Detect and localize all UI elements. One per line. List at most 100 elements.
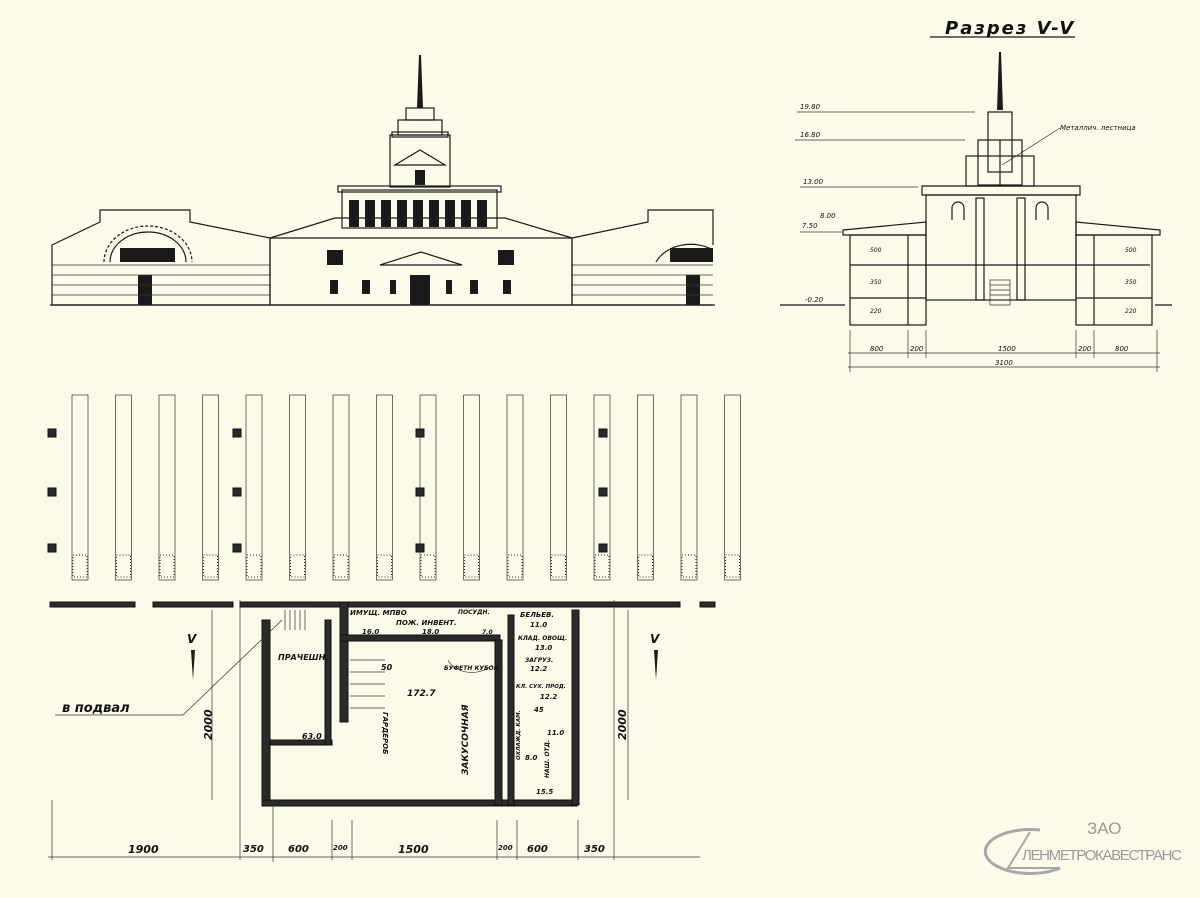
height-dim: 220	[1125, 308, 1137, 315]
room-labels: ПРАЧЕШН. 63.0 ИМУЩ. МПВО 16.0 ПОЖ. ИНВЕН…	[278, 609, 567, 796]
room-name: БУФЕТН КУБОВ.	[444, 665, 501, 672]
room-area: 172.7	[407, 689, 436, 699]
height-dim: 2000	[202, 709, 215, 740]
room-name: БЕЛЬЕВ.	[520, 611, 554, 619]
level-mark: 16.80	[800, 131, 821, 139]
track-end	[551, 554, 566, 578]
track-strip	[506, 394, 524, 581]
track-end	[377, 554, 392, 578]
track-end	[594, 554, 610, 578]
room-area: 12.2	[530, 665, 547, 673]
dim-label: 1900	[128, 843, 159, 856]
column	[47, 428, 57, 438]
track-end	[464, 554, 479, 578]
room-name: ПРАЧЕШН.	[278, 653, 328, 662]
dim-label: 350	[243, 844, 264, 855]
column	[598, 487, 608, 497]
logo-line1: ЗАО	[1087, 819, 1121, 838]
room-name: ПОЖ. ИНВЕНТ.	[396, 619, 457, 627]
track-strip	[289, 394, 306, 581]
track-strip	[71, 394, 89, 581]
column	[232, 543, 242, 553]
logo-line2: ЛЕНМЕТРОКАВЕСТРАНС	[1022, 847, 1182, 864]
dim-label: 800	[870, 345, 884, 353]
track-end	[290, 554, 305, 578]
dim-label: 1500	[398, 843, 429, 856]
track-end	[116, 554, 131, 578]
dim-label: 200	[1078, 345, 1092, 353]
track-strip	[637, 394, 654, 581]
section-mark: V	[187, 632, 198, 646]
basement-label: в подвал	[62, 701, 130, 716]
dim-total: 3100	[995, 359, 1013, 367]
company-logo: ЗАО ЛЕНМЕТРОКАВЕСТРАНС	[983, 819, 1182, 875]
track-strip	[376, 394, 393, 581]
room-name: ГАРДЕРОБ	[381, 712, 389, 754]
column	[598, 428, 608, 438]
dim-label: 600	[288, 844, 309, 855]
track-end	[159, 554, 175, 578]
track-end	[72, 554, 88, 578]
facade-elevation	[50, 55, 715, 306]
track-strip	[202, 394, 219, 581]
track-end	[420, 554, 436, 578]
dim-label: 200	[333, 844, 348, 852]
track-strip	[463, 394, 480, 581]
track-strip	[724, 394, 741, 581]
section-v-v: Разрез V-V 19.80 16.80 13.00 8.00 7.50 -…	[780, 18, 1172, 372]
dim-label: 800	[1115, 345, 1129, 353]
room-name: ЗАГРУЗ.	[525, 657, 553, 664]
track-end	[507, 554, 523, 578]
column	[232, 487, 242, 497]
dim-label: 350	[584, 844, 605, 855]
dim-label: 1500	[998, 345, 1016, 353]
plan-dimensions: 1900 350 600 200 1500 200 600 350	[48, 600, 700, 862]
room-name: КЛАД. ОВОЩ.	[518, 635, 567, 642]
track-strip	[115, 394, 132, 581]
track-end	[333, 554, 349, 578]
plan-walls	[49, 601, 716, 807]
section-markers: V V	[187, 632, 661, 680]
track-end	[638, 554, 653, 578]
room-area: 11.0	[547, 729, 564, 737]
leader-label: Металлич. лестница	[1060, 124, 1136, 132]
section-title: Разрез V-V	[945, 18, 1075, 39]
column	[232, 428, 242, 438]
height-dim: 500	[1125, 247, 1137, 254]
room-area: 7.0	[482, 629, 493, 636]
floor-plan: в подвал V V 2000 2000 ПРАЧЕШН. 63.0 ИМУ…	[47, 394, 741, 862]
room-area: 8.0	[525, 754, 538, 762]
room-area: 63.0	[302, 732, 322, 741]
column	[415, 487, 425, 497]
height-dim: 220	[870, 308, 882, 315]
track-end	[725, 554, 740, 578]
track-strip	[680, 394, 698, 581]
track-end	[203, 554, 218, 578]
room-name: НАШ. ОТД.	[544, 740, 551, 778]
track-strip	[245, 394, 263, 581]
room-area: 45	[534, 706, 544, 714]
room-area: 15.5	[536, 788, 553, 796]
room-name: КЛ. СУХ. ПРОД.	[516, 684, 566, 690]
section-dimensions: 800 200 1500 200 800 3100	[848, 330, 1160, 372]
dim-label: 600	[527, 844, 548, 855]
column	[415, 543, 425, 553]
section-mark: V	[650, 632, 661, 646]
track-strip	[158, 394, 176, 581]
level-mark: 13.00	[803, 178, 824, 186]
room-name: ЗАКУСОЧНАЯ	[461, 704, 471, 775]
level-mark: 7.50	[802, 222, 818, 230]
column	[415, 428, 425, 438]
column	[598, 543, 608, 553]
level-marks: 19.80 16.80 13.00 8.00 7.50 -0.20	[795, 103, 975, 304]
height-dim: 350	[1125, 279, 1137, 286]
room-area: 13.0	[535, 644, 552, 652]
platform-tracks	[47, 394, 741, 581]
column	[47, 487, 57, 497]
track-strip	[550, 394, 567, 581]
room-area: 11.0	[530, 621, 547, 629]
section-heights: 500 350 220 500 350 220	[870, 247, 1137, 315]
room-name: ИМУЩ. МПВО	[350, 609, 407, 617]
height-dim: 2000	[616, 709, 629, 740]
